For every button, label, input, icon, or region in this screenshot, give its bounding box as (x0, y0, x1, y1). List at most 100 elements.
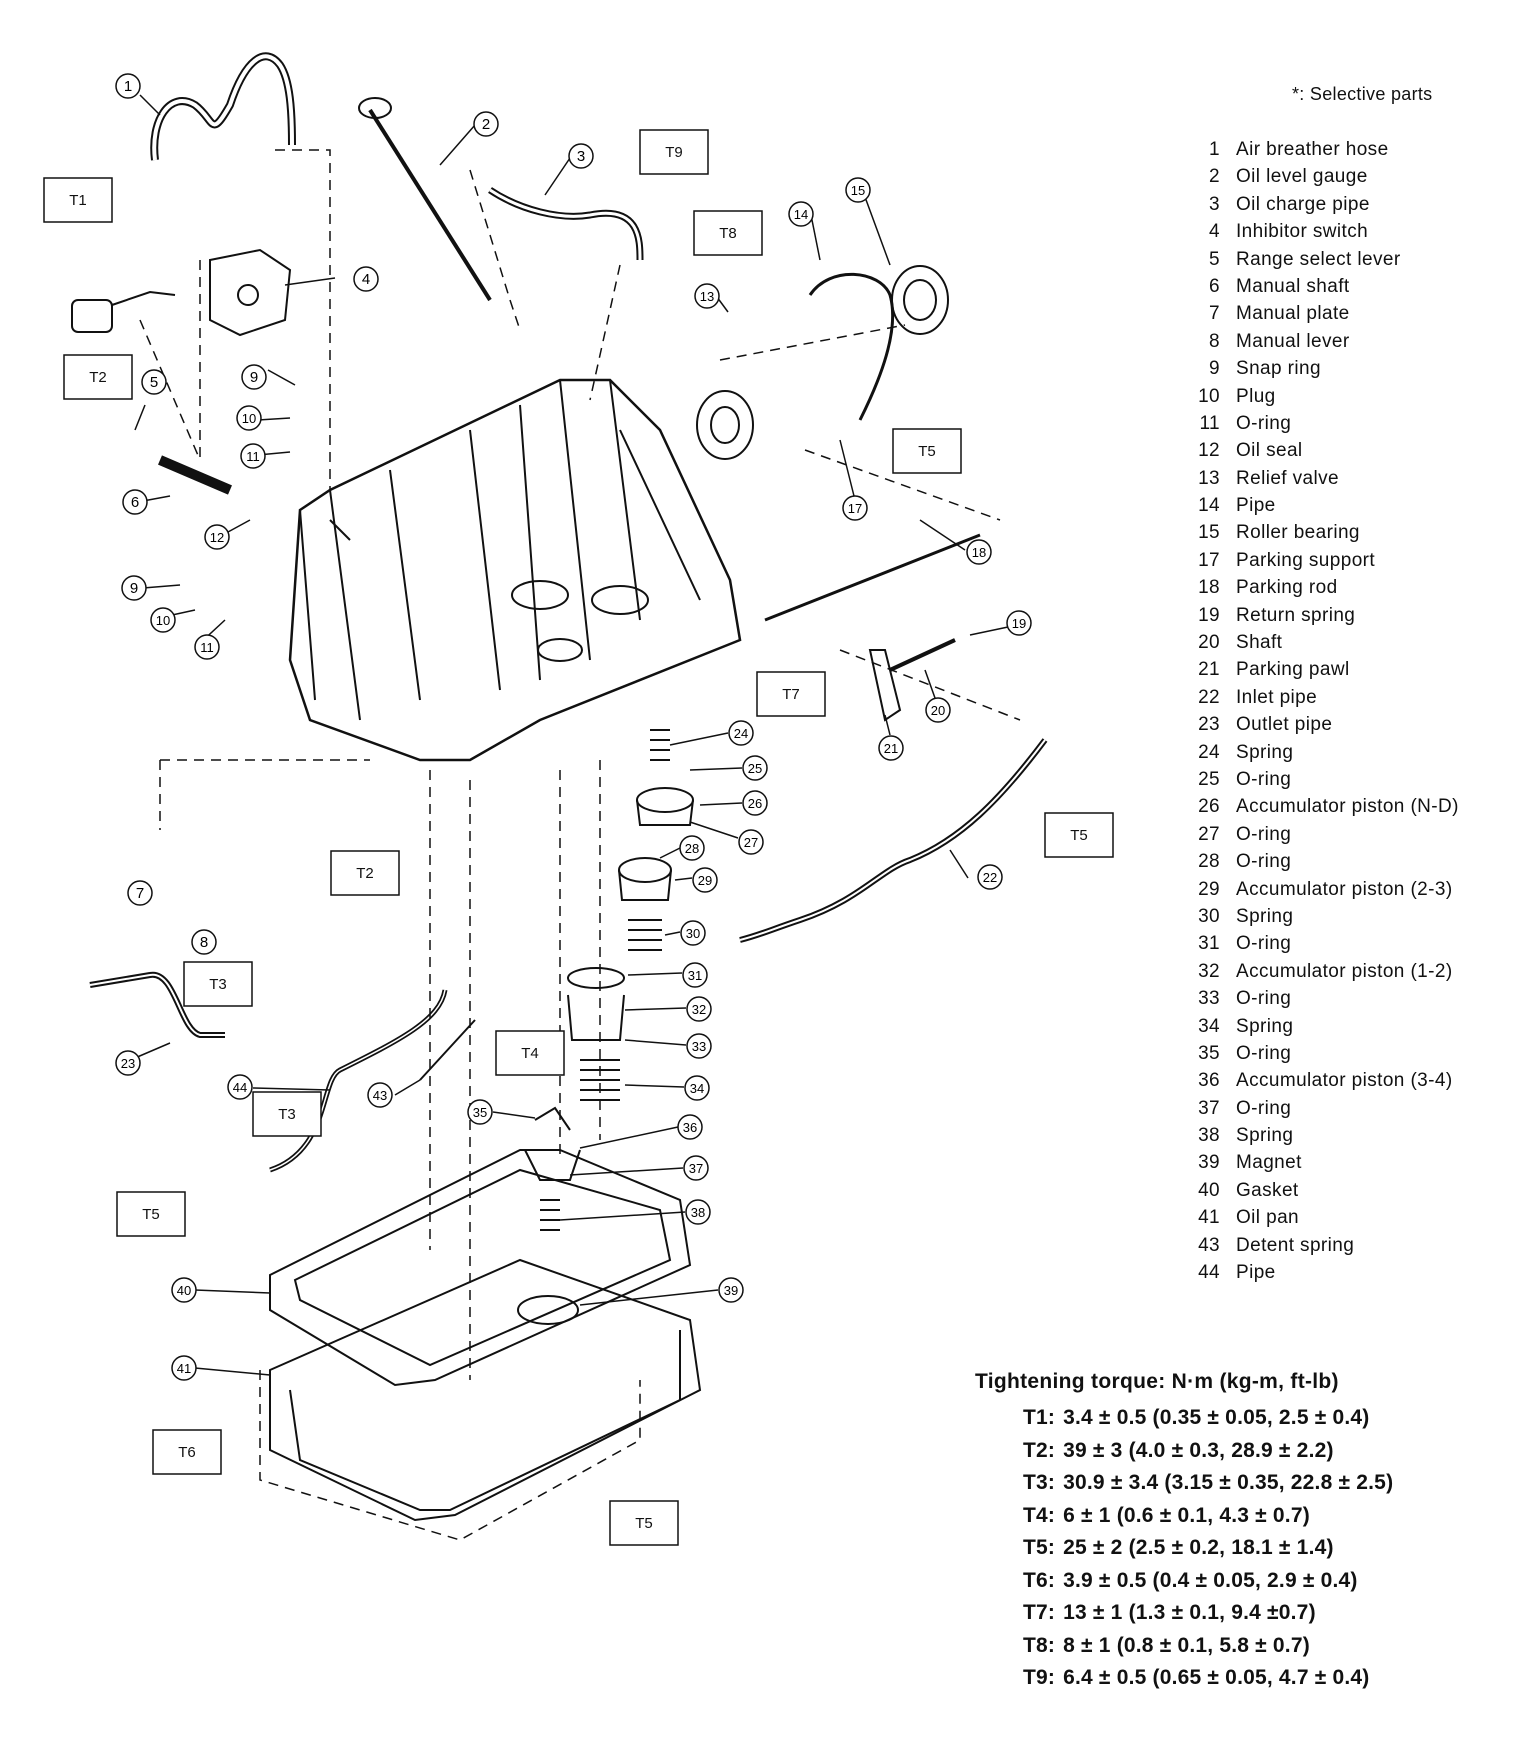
svg-text:26: 26 (748, 796, 762, 811)
svg-text:24: 24 (734, 726, 748, 741)
callout-22: 22 (977, 864, 1003, 890)
callout-30: 30 (680, 920, 706, 946)
callout-36: 36 (677, 1114, 703, 1140)
callout-24: 24 (728, 720, 754, 746)
svg-text:25: 25 (748, 761, 762, 776)
torque-box-t8: T8 (693, 210, 763, 256)
torque-item: T1:3.4 ± 0.5 (0.35 ± 0.05, 2.5 ± 0.4) (1023, 1406, 1370, 1429)
svg-text:39: 39 (724, 1283, 738, 1298)
svg-text:7: 7 (136, 885, 144, 902)
callout-3: 3 (568, 143, 594, 169)
svg-text:11: 11 (200, 640, 214, 655)
callout-21: 21 (878, 735, 904, 761)
callout-13: 13 (694, 283, 720, 309)
svg-text:21: 21 (884, 741, 898, 756)
svg-text:15: 15 (851, 183, 865, 198)
callout-5: 5 (141, 369, 167, 395)
torque-box-t2b: T2 (330, 850, 400, 896)
svg-text:3: 3 (577, 148, 585, 165)
inlet-pipe (739, 738, 1048, 943)
svg-text:T8: T8 (719, 225, 737, 242)
svg-text:19: 19 (1012, 616, 1026, 631)
callout-43: 43 (367, 1082, 393, 1108)
svg-text:10: 10 (242, 411, 256, 426)
svg-text:17: 17 (848, 501, 862, 516)
svg-text:T6: T6 (178, 1444, 196, 1461)
callout-44: 44 (227, 1074, 253, 1100)
torque-box-t6: T6 (152, 1429, 222, 1475)
gasket (269, 1149, 692, 1387)
svg-text:9: 9 (130, 580, 138, 597)
torque-box-group: T1 T2 T9 T8 T5 T7 T5 T2 T3 T4 T3 T5 T6 T… (43, 129, 1114, 1546)
svg-text:9: 9 (250, 369, 258, 386)
torque-item: T7:13 ± 1 (1.3 ± 0.1, 9.4 ±0.7) (1023, 1601, 1316, 1624)
callout-9b: 9 (121, 575, 147, 601)
svg-text:27: 27 (744, 835, 758, 850)
inhibitor-switch (209, 248, 292, 337)
callout-1: 1 (115, 73, 141, 99)
parking-rod (764, 533, 981, 622)
svg-text:2: 2 (482, 116, 490, 133)
callout-25: 25 (742, 755, 768, 781)
callout-7: 7 (127, 880, 153, 906)
svg-text:44: 44 (233, 1080, 247, 1095)
callout-39: 39 (718, 1277, 744, 1303)
svg-text:40: 40 (177, 1283, 191, 1298)
svg-text:T5: T5 (142, 1206, 160, 1223)
svg-text:38: 38 (691, 1205, 705, 1220)
callout-34: 34 (684, 1075, 710, 1101)
callout-40: 40 (171, 1277, 197, 1303)
torque-item: T4:6 ± 1 (0.6 ± 0.1, 4.3 ± 0.7) (1023, 1503, 1310, 1527)
callout-20: 20 (925, 697, 951, 723)
torque-item: T6:3.9 ± 0.5 (0.4 ± 0.05, 2.9 ± 0.4) (1023, 1568, 1358, 1592)
torque-box-t4: T4 (495, 1030, 565, 1076)
callout-17: 17 (842, 495, 868, 521)
callout-35: 35 (467, 1099, 493, 1125)
torque-box-t3b: T3 (252, 1091, 322, 1137)
callout-11b: 11 (194, 634, 220, 660)
callout-group: 1 2 3 4 5 9 10 11 6 12 9 10 11 13 14 15 … (115, 73, 1032, 1381)
roller-bearing (891, 265, 949, 335)
svg-text:30: 30 (686, 926, 700, 941)
torque-box-t5b: T5 (1044, 812, 1114, 858)
svg-text:13: 13 (700, 289, 714, 304)
svg-text:12: 12 (210, 530, 224, 545)
torque-item: T9:6.4 ± 0.5 (0.65 ± 0.05, 4.7 ± 0.4) (1023, 1666, 1370, 1689)
torque-item: T8:8 ± 1 (0.8 ± 0.1, 5.8 ± 0.7) (1023, 1633, 1310, 1657)
svg-text:18: 18 (972, 545, 986, 560)
callout-28: 28 (679, 835, 705, 861)
callout-32: 32 (686, 996, 712, 1022)
svg-text:11: 11 (246, 449, 260, 464)
svg-text:41: 41 (177, 1361, 191, 1376)
parking-pawl (868, 649, 902, 722)
svg-text:T5: T5 (635, 1515, 653, 1532)
svg-text:T2: T2 (356, 865, 374, 882)
callout-10b: 10 (150, 607, 176, 633)
callout-6: 6 (122, 489, 148, 515)
callout-37: 37 (683, 1155, 709, 1181)
svg-text:8: 8 (200, 934, 208, 951)
svg-text:36: 36 (683, 1120, 697, 1135)
